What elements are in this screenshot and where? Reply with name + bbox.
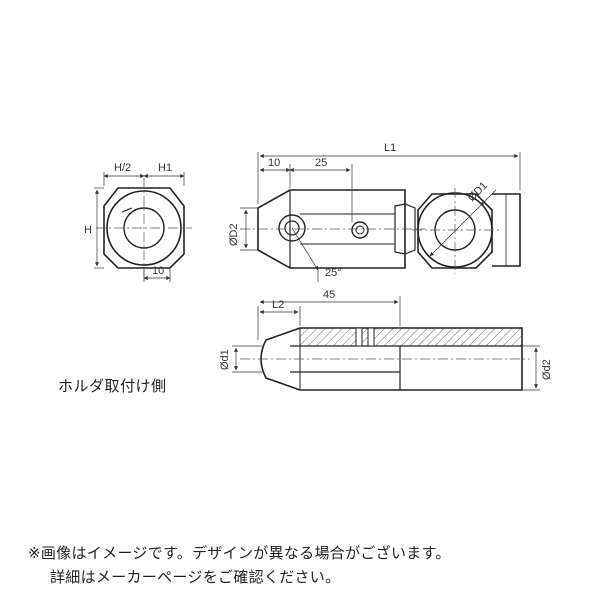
label-od2-top: ØD2: [228, 223, 240, 246]
label-od1-small: Ød1: [219, 349, 231, 370]
section-view: L2 45 Ød1 Ød2: [219, 289, 553, 391]
screw-hole-right: [351, 221, 369, 239]
screw-hole-left: [278, 214, 306, 242]
holder-mount-side-caption: ホルダ取付け側: [58, 377, 167, 395]
label-d45: 45: [323, 289, 335, 301]
section-hatch: [300, 328, 400, 346]
label-h-half: H/2: [114, 162, 131, 174]
label-w10-left: 10: [152, 265, 164, 277]
label-od2-small: Ød2: [541, 359, 553, 380]
end-view-left-flat: [121, 207, 133, 213]
label-d25: 25: [315, 157, 327, 169]
section-view-body: [260, 327, 523, 391]
label-d10: 10: [268, 157, 280, 169]
label-h: H: [84, 224, 92, 236]
side-view-top: 25° ØD2 L1 10 25: [228, 142, 521, 282]
image-disclaimer-line1: ※画像はイメージです。デザインが異なる場合がございます。: [28, 544, 451, 562]
label-l2: L2: [272, 299, 284, 311]
label-angle: 25°: [325, 267, 342, 279]
label-l1: L1: [384, 142, 396, 154]
image-disclaimer-line2: 詳細はメーカーページをご確認ください。: [50, 568, 341, 586]
label-h1: H1: [158, 162, 172, 174]
end-view-left: H/2 H1 H 10: [84, 162, 192, 282]
end-view-right: ØD1: [412, 180, 521, 274]
